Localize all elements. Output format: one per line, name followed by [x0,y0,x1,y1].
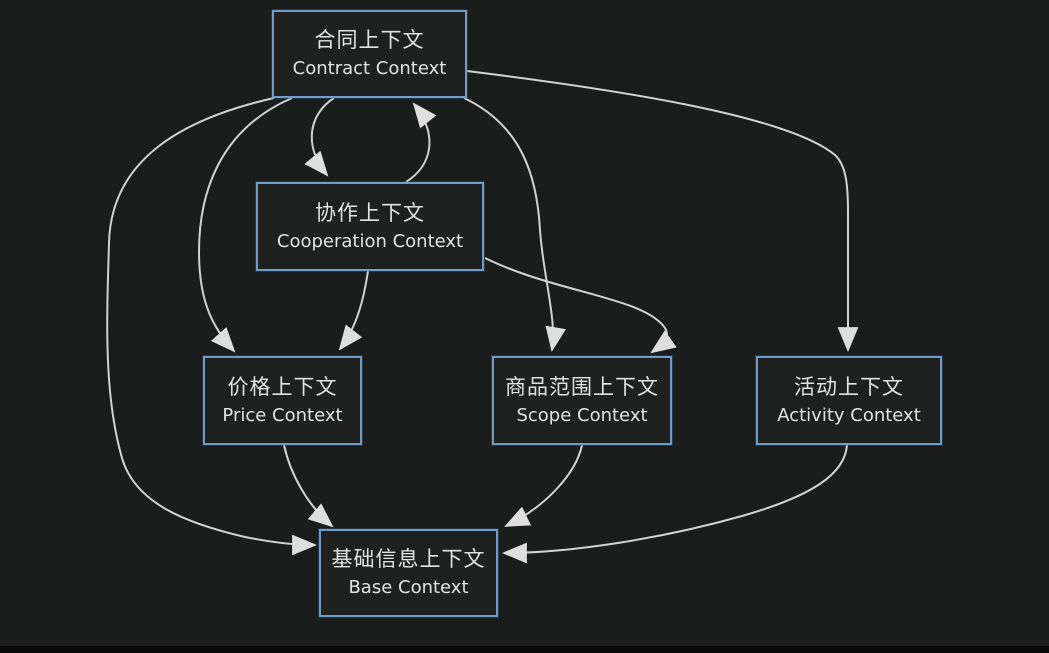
edge-cooperation-to-contract [405,102,437,183]
edge-activity-to-base [501,444,848,564]
node-contract-label-zh: 合同上下文 [314,28,425,53]
node-activity-label-zh: 活动上下文 [794,374,904,399]
edge-price-to-base [283,444,334,528]
edge-contract-to-activity [466,70,859,353]
node-activity-context: 活动上下文 Activity Context [756,356,942,445]
edge-cooperation-to-price [338,270,369,351]
edge-contract-to-price [197,97,293,353]
node-base-label-en: Base Context [348,577,469,599]
node-scope-context: 商品范围上下文 Scope Context [492,356,672,445]
node-price-label-en: Price Context [222,404,343,426]
edge-contract-to-base [106,97,318,556]
node-cooperation-label-en: Cooperation Context [276,230,464,252]
edge-contract-to-scope [463,97,567,353]
node-contract-label-en: Contract Context [292,58,447,80]
node-base-label-zh: 基础信息上下文 [331,547,486,572]
edge-cooperation-to-scope [484,257,677,354]
node-activity-label-en: Activity Context [777,404,921,426]
node-cooperation-label-zh: 协作上下文 [315,200,425,225]
node-price-label-zh: 价格上下文 [227,374,338,399]
edge-scope-to-base [504,444,583,527]
node-scope-label-en: Scope Context [516,404,648,426]
node-price-context: 价格上下文 Price Context [203,356,362,445]
node-cooperation-context: 协作上下文 Cooperation Context [256,182,484,271]
node-scope-label-zh: 商品范围上下文 [505,374,659,399]
edge-contract-to-cooperation [304,97,335,177]
bottom-edge-bar [0,646,1049,653]
node-contract-context: 合同上下文 Contract Context [272,10,467,98]
node-base-context: 基础信息上下文 Base Context [319,529,498,617]
